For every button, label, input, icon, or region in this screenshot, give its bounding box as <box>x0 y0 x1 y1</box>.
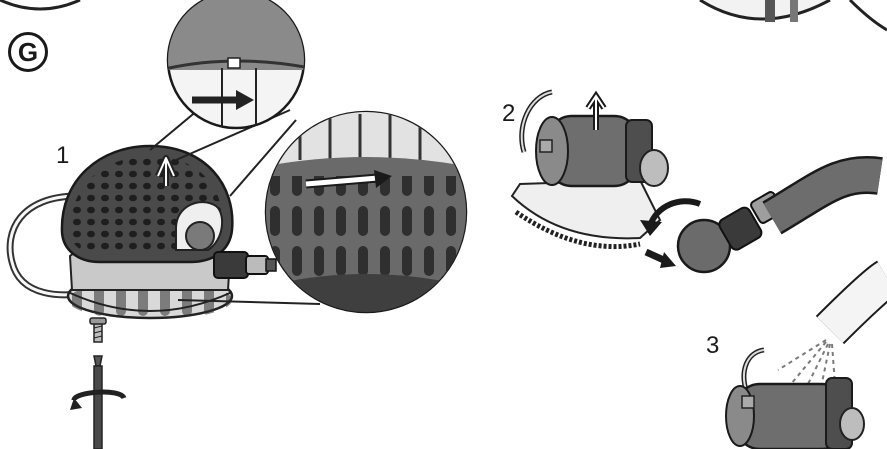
screw-icon <box>89 317 107 343</box>
previous-step-fragment-left <box>0 0 81 11</box>
step2-illustration <box>510 89 883 274</box>
section-letter: G <box>17 36 39 67</box>
previous-step-fragment-right <box>699 0 887 32</box>
step3-illustration <box>725 260 887 449</box>
step-number-2: 2 <box>502 100 516 127</box>
section-letter-badge: G <box>8 32 48 72</box>
screwdriver-icon <box>70 355 127 449</box>
step-number-3: 3 <box>706 332 720 359</box>
detail-zoom-top <box>149 0 306 161</box>
step1-illustration <box>6 144 277 449</box>
detail-zoom-grille <box>177 110 468 314</box>
step-number-1: 1 <box>56 142 70 169</box>
hose-connector <box>213 251 277 279</box>
